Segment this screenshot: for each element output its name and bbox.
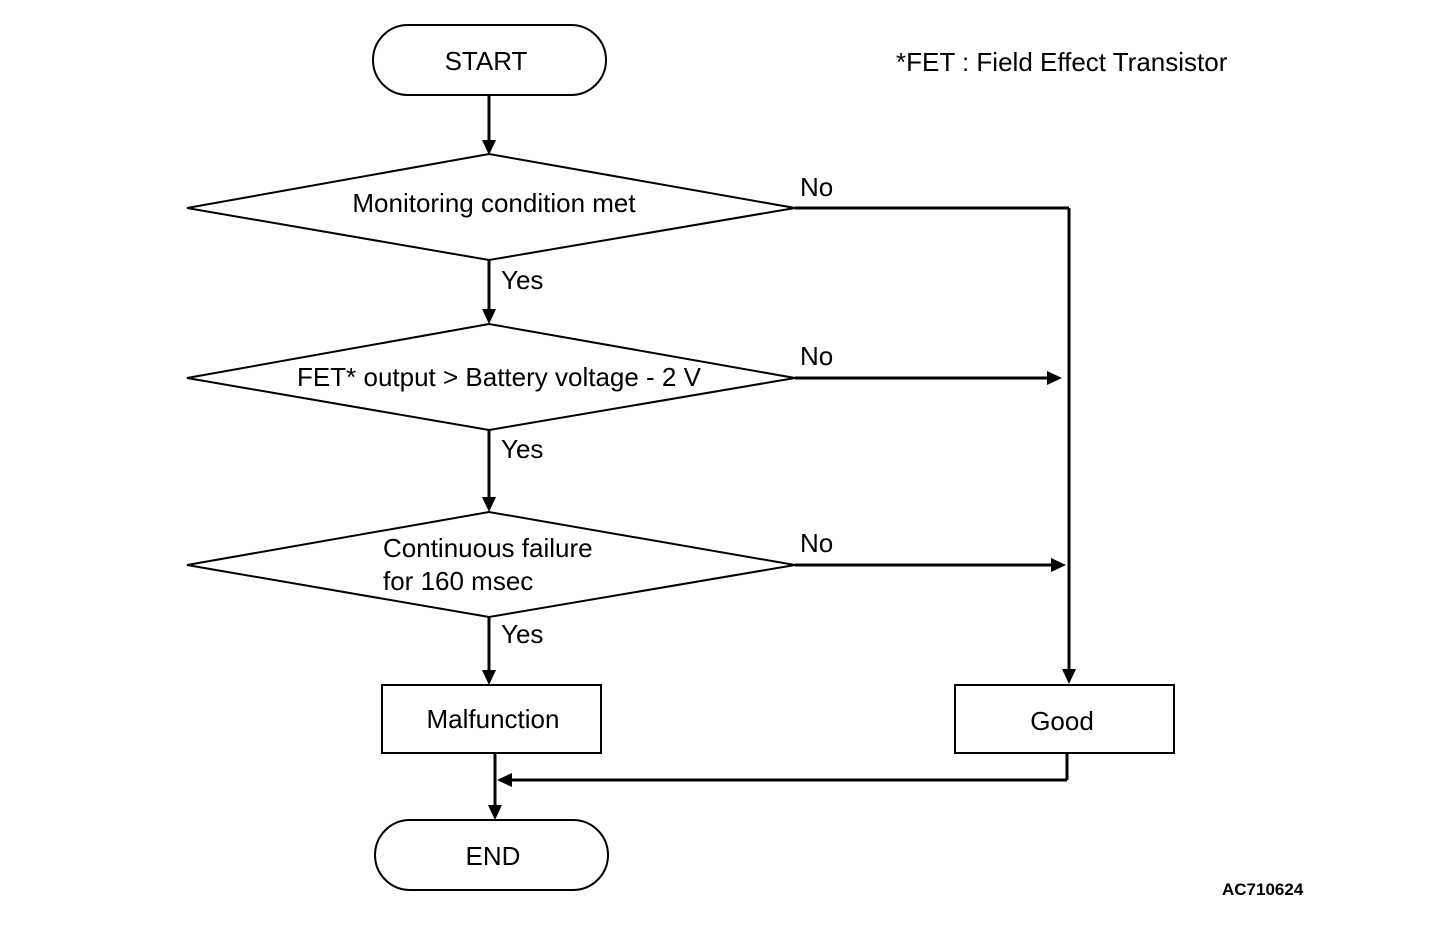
- decision-3-label-line-1: Continuous failure: [383, 533, 593, 563]
- decision-3-yes-label: Yes: [501, 619, 543, 649]
- malfunction-shape: [381, 684, 602, 754]
- arrowhead-malfunction: [482, 670, 496, 685]
- malfunction-label: Malfunction: [427, 704, 560, 734]
- good-box: Good: [954, 684, 1175, 754]
- arrowhead-decision-2-no: [1047, 371, 1062, 385]
- decision-1-label: Monitoring condition met: [352, 188, 636, 218]
- footnote: *FET : Field Effect Transistor: [896, 47, 1228, 77]
- start-label: START: [445, 46, 528, 76]
- arrowhead-decision-3-no: [1051, 558, 1066, 572]
- decision-3-no-label: No: [800, 528, 833, 558]
- good-shape: [954, 684, 1175, 754]
- arrowhead-end: [488, 805, 502, 820]
- start-terminal: START: [372, 24, 607, 96]
- malfunction-box: Malfunction: [381, 684, 602, 754]
- decision-monitoring-condition: Monitoring condition met: [186, 152, 796, 262]
- end-shape: [374, 819, 609, 891]
- decision-2-yes-label: Yes: [501, 434, 543, 464]
- decision-fet-output: FET* output > Battery voltage - 2 V: [186, 322, 796, 432]
- end-label: END: [466, 841, 521, 871]
- decision-2-label: FET* output > Battery voltage - 2 V: [297, 362, 702, 392]
- decision-3-shape: [186, 510, 796, 619]
- good-label: Good: [1030, 706, 1094, 736]
- arrowhead-merge: [497, 773, 512, 787]
- decision-1-yes-label: Yes: [501, 265, 543, 295]
- figure-code: AC710624: [1222, 880, 1304, 899]
- decision-continuous-failure: Continuous failure for 160 msec: [186, 510, 796, 619]
- end-terminal: END: [374, 819, 609, 891]
- arrowhead-decision-2: [482, 309, 496, 324]
- decision-2-no-label: No: [800, 341, 833, 371]
- arrowhead-decision-1: [482, 140, 496, 155]
- decision-3-label-line-2: for 160 msec: [383, 566, 533, 596]
- arrowhead-decision-3: [482, 497, 496, 512]
- arrowhead-good: [1062, 669, 1076, 684]
- decision-1-no-label: No: [800, 172, 833, 202]
